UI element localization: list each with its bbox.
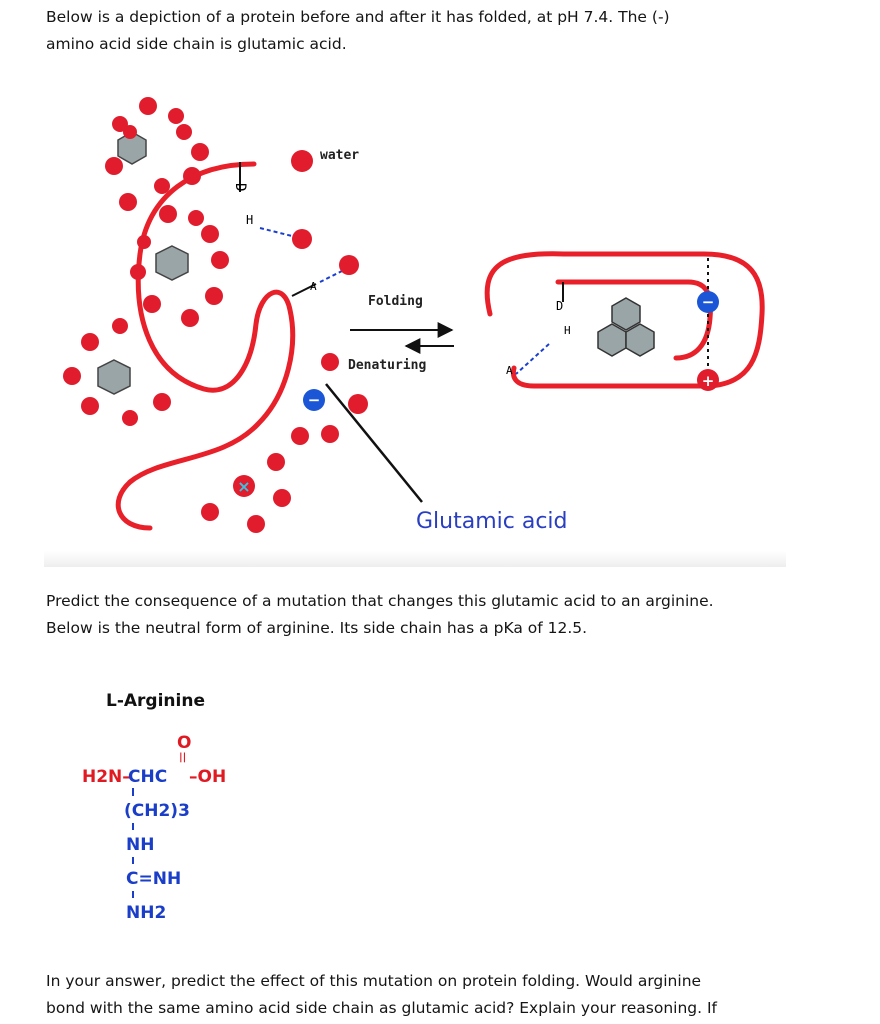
- answer-line-2: bond with the same amino acid side chain…: [46, 999, 718, 1017]
- glutamic-acid-negative: [303, 389, 325, 411]
- hydrophobic-ring-2: [130, 205, 229, 327]
- water-molecule: [291, 150, 313, 172]
- folded-positive-charge: [697, 369, 719, 391]
- folding-label: Folding: [368, 294, 423, 309]
- protein-folding-figure: D H A water − ×: [63, 97, 765, 534]
- question-line-2: Below is the neutral form of arginine. I…: [46, 619, 588, 637]
- arginine-title: L-Arginine: [106, 691, 205, 711]
- hbond-right: [515, 343, 550, 375]
- intro-line-2: amino acid side chain is glutamic acid.: [46, 35, 347, 53]
- arginine-structure: L-Arginine O || H2N– CHC –OH (CH2)3 NH C…: [82, 691, 226, 923]
- acceptor-stick-left: [291, 283, 317, 297]
- hbond-left-lower: [319, 269, 345, 283]
- folded-negative-charge: [697, 291, 719, 313]
- question-line-1: Predict the consequence of a mutation th…: [46, 592, 714, 610]
- positive-side-chain: [233, 475, 255, 497]
- negative-sign-left: −: [308, 391, 321, 409]
- water-molecule: [292, 229, 312, 249]
- answer-line-1: In your answer, predict the effect of th…: [46, 972, 702, 990]
- glutamic-pointer: [325, 383, 423, 503]
- hbond-left-upper: [259, 227, 293, 237]
- water-molecule: [339, 255, 359, 275]
- folded-hydrophobic-core: [597, 297, 655, 357]
- hydrophobic-ring-1: [105, 97, 209, 211]
- hydrophobic-ring-3: [63, 318, 171, 426]
- figure-divider: [44, 551, 786, 567]
- intro-line-1: Below is a depiction of a protein before…: [46, 8, 670, 26]
- intro-paragraph: Below is a depiction of a protein before…: [46, 4, 836, 58]
- answer-prompt-paragraph: In your answer, predict the effect of th…: [46, 968, 836, 1022]
- backbone-carbons: CHC: [128, 767, 167, 787]
- double-bond-mark: ||: [179, 752, 186, 763]
- amine-group: H2N–: [82, 767, 131, 787]
- a-label-right: A: [506, 364, 513, 377]
- chain-cnh: C=NH: [126, 869, 181, 889]
- negative-sign-right: −: [702, 293, 715, 311]
- chain-nh: NH: [126, 835, 154, 855]
- positive-sign-left: ×: [237, 477, 250, 496]
- question-paragraph: Predict the consequence of a mutation th…: [46, 588, 836, 642]
- a-label-left: A: [310, 280, 317, 293]
- carbonyl-oxygen: O: [177, 733, 191, 753]
- water-label: water: [320, 148, 359, 163]
- h-label-right: H: [564, 324, 571, 337]
- chain-nh2: NH2: [126, 903, 166, 923]
- carboxyl-oh: –OH: [189, 767, 226, 787]
- h-label-left: H: [246, 213, 253, 227]
- unfolded-protein-chain: [115, 161, 296, 531]
- denaturing-label: Denaturing: [348, 358, 426, 373]
- folded-protein-chain: [484, 251, 765, 389]
- positive-sign-right: +: [702, 372, 715, 390]
- donor-label-right: D: [556, 299, 563, 313]
- donor-label-left: D: [232, 183, 248, 191]
- water-arrows: [201, 353, 368, 533]
- chain-ch2: (CH2)3: [124, 801, 190, 821]
- glutamic-acid-label: Glutamic acid: [416, 509, 568, 534]
